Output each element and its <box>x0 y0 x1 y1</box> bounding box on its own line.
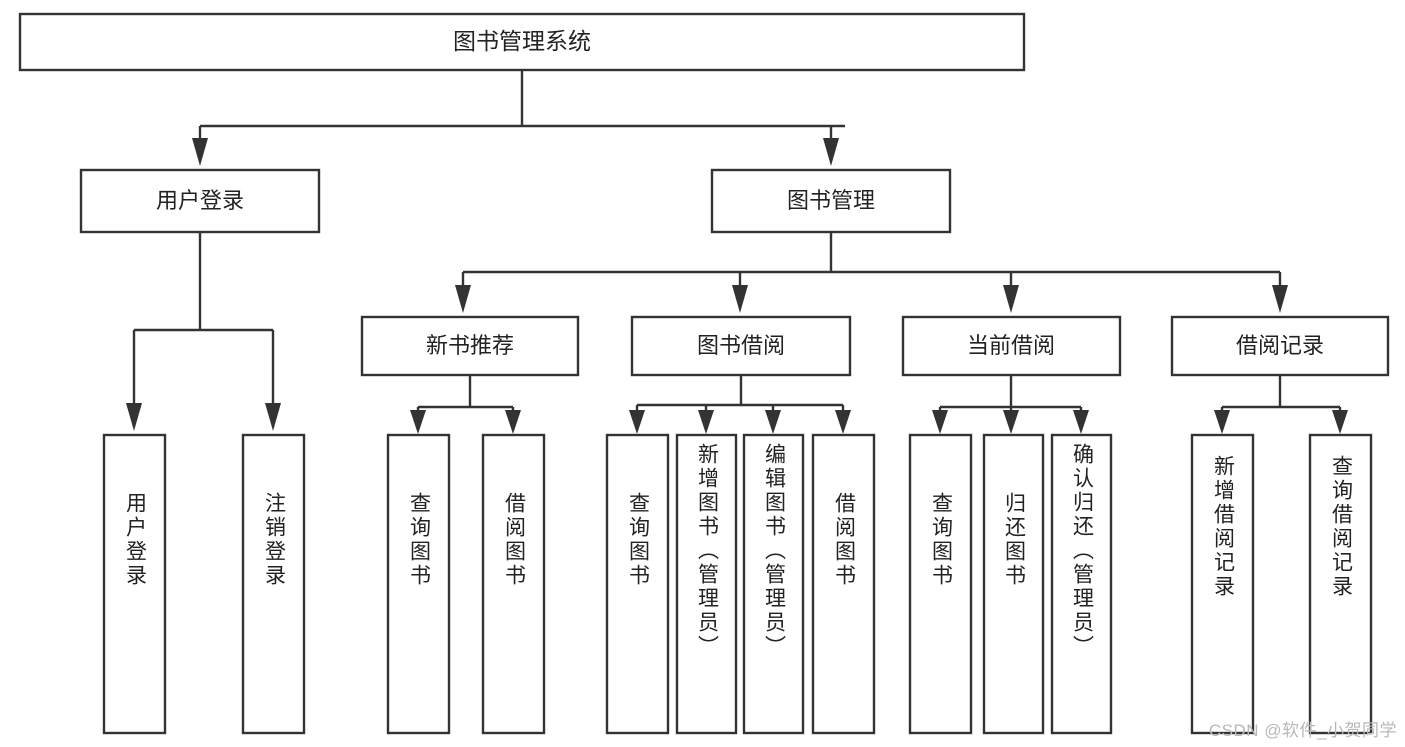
node-book-manage-label: 图书管理 <box>787 188 875 213</box>
connector-group-user-login <box>126 232 281 431</box>
node-borrow-record-label: 借阅记录 <box>1236 333 1324 358</box>
connector-group-new-book <box>410 375 521 434</box>
leaf-box-book-borrow-2[interactable] <box>675 433 738 735</box>
arrow-head-userlogin-2 <box>265 403 281 431</box>
arrow-head-borrowrecord-2 <box>1332 410 1348 434</box>
leaf-box-current-borrow-1[interactable] <box>908 433 973 735</box>
node-book-manage[interactable]: 图书管理 <box>710 168 952 234</box>
node-new-book-recommend[interactable]: 新书推荐 <box>360 315 580 377</box>
arrow-head-bookmanage-2 <box>732 285 748 313</box>
node-user-login-label: 用户登录 <box>156 188 244 213</box>
arrow-head-bookmanage-4 <box>1272 285 1288 313</box>
arrow-head-bookborrow-4 <box>835 410 851 434</box>
node-user-login-box[interactable] <box>79 168 321 234</box>
node-book-manage-box[interactable] <box>710 168 952 234</box>
node-user-login[interactable]: 用户登录 <box>79 168 321 234</box>
arrow-head-root-2 <box>823 138 839 166</box>
arrow-head-currentborrow-2 <box>1003 410 1019 434</box>
connector-group-book-borrow <box>629 375 851 434</box>
node-root-system-box[interactable] <box>18 12 1026 72</box>
node-current-borrow-label: 当前借阅 <box>967 333 1055 358</box>
node-book-borrow-box[interactable] <box>630 315 852 377</box>
node-book-borrow[interactable]: 图书借阅 <box>630 315 852 377</box>
leaf-box-borrow-record-1[interactable] <box>1190 433 1255 735</box>
leaf-box-book-borrow-4[interactable] <box>811 433 876 735</box>
arrow-head-bookborrow-1 <box>629 410 645 434</box>
node-current-borrow-box[interactable] <box>901 315 1122 377</box>
node-borrow-record[interactable]: 借阅记录 <box>1170 315 1390 377</box>
arrow-head-currentborrow-3 <box>1073 410 1089 434</box>
connector-group-book-manage <box>455 232 1288 313</box>
node-new-book-recommend-box[interactable] <box>360 315 580 377</box>
arrow-head-borrowrecord-1 <box>1214 410 1230 434</box>
arrow-head-newbook-1 <box>410 410 426 434</box>
leaf-box-current-borrow-3[interactable] <box>1050 433 1113 735</box>
arrow-head-root-1 <box>192 138 208 166</box>
connector-group-current-borrow <box>932 375 1089 434</box>
leaf-box-new-book-2[interactable] <box>481 433 546 735</box>
node-borrow-record-box[interactable] <box>1170 315 1390 377</box>
leaf-box-book-borrow-3[interactable] <box>742 433 805 735</box>
connector-group-root <box>192 70 845 166</box>
arrow-head-newbook-2 <box>505 410 521 434</box>
node-root-system-label: 图书管理系统 <box>453 28 591 54</box>
arrow-head-currentborrow-1 <box>932 410 948 434</box>
arrow-head-bookmanage-3 <box>1003 285 1019 313</box>
node-root-system[interactable]: 图书管理系统 <box>18 12 1026 72</box>
leaf-box-user-login-1[interactable] <box>102 433 167 735</box>
node-current-borrow[interactable]: 当前借阅 <box>901 315 1122 377</box>
node-book-borrow-label: 图书借阅 <box>697 333 785 358</box>
arrow-head-bookborrow-2 <box>698 410 714 434</box>
leaf-box-book-borrow-1[interactable] <box>605 433 670 735</box>
arrow-head-userlogin-1 <box>126 403 142 431</box>
leaf-box-user-login-2[interactable] <box>241 433 306 735</box>
leaf-box-current-borrow-2[interactable] <box>982 433 1045 735</box>
arrow-head-bookmanage-1 <box>455 285 471 313</box>
watermark-text: CSDN @软件_小贺同学 <box>1208 721 1397 740</box>
connector-group-borrow-record <box>1214 375 1348 434</box>
leaf-box-new-book-1[interactable] <box>386 433 451 735</box>
arrow-head-bookborrow-3 <box>765 410 781 434</box>
leaf-box-borrow-record-2[interactable] <box>1308 433 1373 735</box>
node-new-book-recommend-label: 新书推荐 <box>426 333 514 358</box>
